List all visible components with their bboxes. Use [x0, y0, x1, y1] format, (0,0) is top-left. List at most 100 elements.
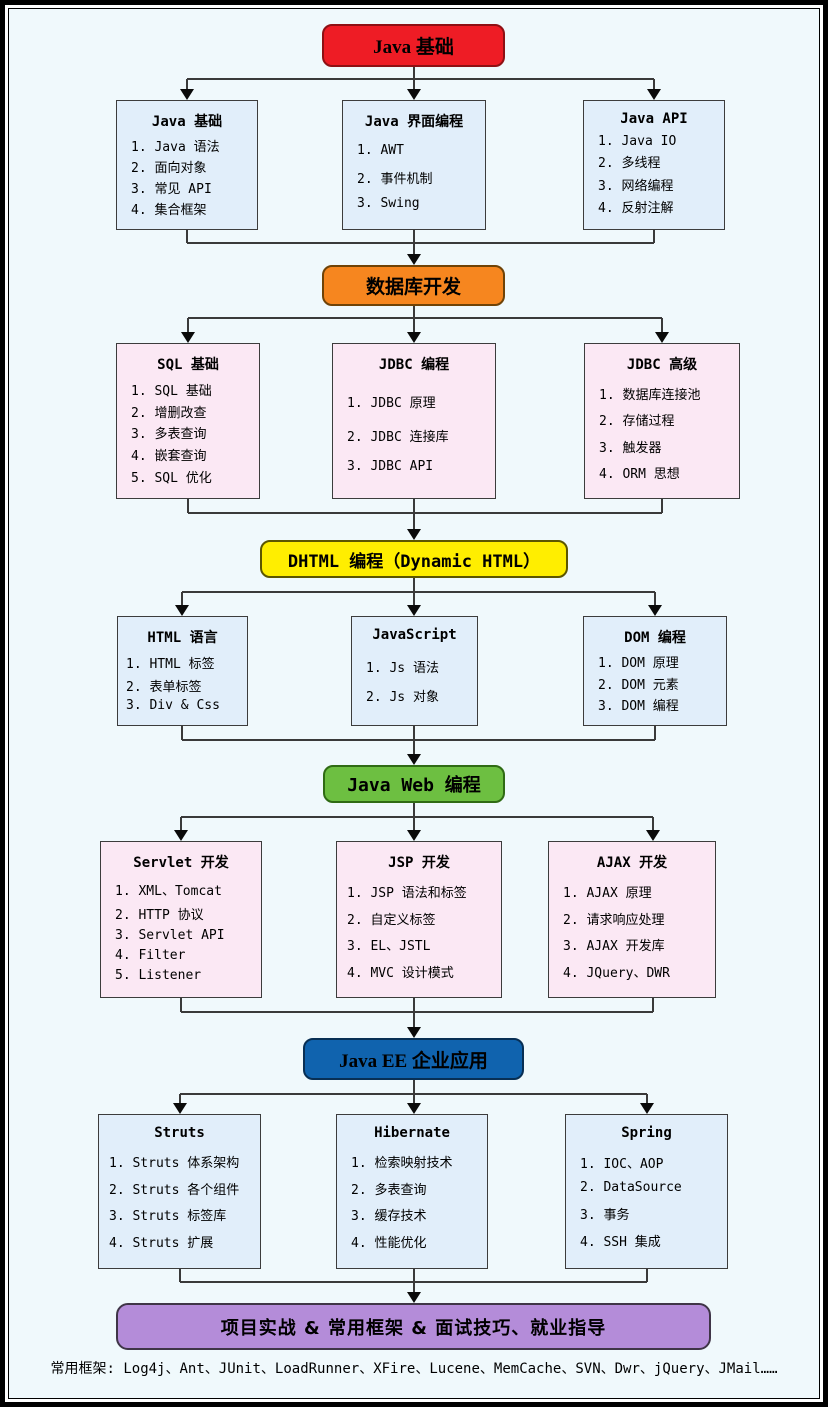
arrow-down-icon — [646, 830, 660, 841]
box-jdbc-advanced: JDBC 高级 1. 数据库连接池 2. 存储过程 3. 触发器 4. ORM … — [584, 343, 740, 499]
topic-item: 1. Js 语法 — [366, 660, 439, 676]
topic-item: 4. JQuery、DWR — [563, 965, 670, 981]
topic-item: 3. 常见 API — [131, 182, 212, 197]
topic-item: 1. DOM 原理 — [598, 656, 679, 672]
box-html-language: HTML 语言 1. HTML 标签 2. 表单标签 3. Div & Css — [117, 616, 248, 726]
topic-item: 1. AWT — [357, 143, 404, 159]
topic-item: 4. 性能优化 — [351, 1236, 427, 1252]
box-title: JavaScript — [372, 627, 457, 643]
topic-item: 1. 检索映射技术 — [351, 1155, 453, 1171]
topic-item: 2. 自定义标签 — [347, 912, 436, 928]
connector-stage1-merge — [186, 230, 655, 254]
connector-stage4-merge — [180, 998, 654, 1027]
topic-item: 2. 面向对象 — [131, 161, 207, 176]
topic-item: 1. Java IO — [598, 133, 677, 149]
connector-stage4-split — [180, 803, 654, 830]
topic-item: 4. ORM 思想 — [599, 466, 680, 482]
topic-item: 2. DOM 元素 — [598, 677, 679, 693]
topic-item: 5. SQL 优化 — [131, 471, 212, 487]
arrow-down-icon — [407, 605, 421, 616]
connector-stage2-merge — [187, 499, 663, 529]
topic-item: 3. AJAX 开发库 — [563, 939, 665, 955]
topic-item: 2. DataSource — [580, 1180, 682, 1196]
topic-item: 4. 集合框架 — [131, 203, 207, 218]
arrow-down-icon — [175, 605, 189, 616]
arrow-down-icon — [180, 89, 194, 100]
topic-item: 1. Struts 体系架构 — [109, 1155, 240, 1171]
topic-item: 4. 嵌套查询 — [131, 449, 207, 465]
topic-item: 1. AJAX 原理 — [563, 886, 652, 902]
header-dhtml: DHTML 编程（Dynamic HTML） — [260, 540, 568, 578]
box-title: HTML 语言 — [147, 630, 218, 646]
connector-stage5-split — [179, 1080, 648, 1103]
box-spring: Spring 1. IOC、AOP 2. DataSource 3. 事务 4.… — [565, 1114, 728, 1269]
topic-item: 2. 表单标签 — [126, 679, 202, 695]
box-ajax: AJAX 开发 1. AJAX 原理 2. 请求响应处理 3. AJAX 开发库… — [548, 841, 716, 998]
topic-item: 3. JDBC API — [347, 459, 434, 475]
box-title: DOM 编程 — [624, 630, 686, 646]
box-title: SQL 基础 — [157, 357, 219, 373]
header-java-web: Java Web 编程 — [323, 765, 505, 803]
box-title: Struts — [154, 1125, 205, 1141]
box-title: JDBC 高级 — [626, 357, 698, 373]
box-title: Java 界面编程 — [364, 114, 464, 130]
topic-item: 3. Swing — [357, 195, 420, 211]
connector-stage3-merge — [181, 726, 656, 754]
box-title: JSP 开发 — [388, 855, 450, 871]
arrow-down-icon — [407, 332, 421, 343]
connector-stage2-split — [187, 306, 663, 332]
topic-item: 4. 反射注解 — [598, 201, 674, 217]
topic-item: 5. Listener — [115, 968, 202, 983]
topic-item: 2. Js 对象 — [366, 690, 439, 706]
header-java-foundation: Java 基础 — [322, 24, 505, 67]
topic-item: 2. Struts 各个组件 — [109, 1182, 240, 1198]
topic-item: 3. 多表查询 — [131, 427, 207, 443]
box-java-api: Java API 1. Java IO 2. 多线程 3. 网络编程 4. 反射… — [583, 100, 725, 230]
arrow-down-icon — [655, 332, 669, 343]
box-title: Java 基础 — [151, 114, 223, 130]
topic-item: 1. JDBC 原理 — [347, 395, 436, 411]
topic-item: 2. 多表查询 — [351, 1182, 427, 1198]
box-javascript: JavaScript 1. Js 语法 2. Js 对象 — [351, 616, 478, 726]
topic-item: 2. 事件机制 — [357, 171, 433, 187]
arrow-down-icon — [407, 1027, 421, 1038]
topic-item: 3. DOM 编程 — [598, 698, 679, 714]
connector-stage1-split — [186, 67, 655, 90]
topic-item: 1. Java 语法 — [131, 140, 220, 155]
box-sql-basics: SQL 基础 1. SQL 基础 2. 增删改查 3. 多表查询 4. 嵌套查询… — [116, 343, 260, 499]
topic-item: 2. 存储过程 — [599, 414, 675, 430]
box-java-basics: Java 基础 1. Java 语法 2. 面向对象 3. 常见 API 4. … — [116, 100, 258, 230]
topic-item: 2. HTTP 协议 — [115, 908, 204, 923]
arrow-down-icon — [407, 529, 421, 540]
footer-frameworks-note: 常用框架: Log4j、Ant、JUnit、LoadRunner、XFire、L… — [50, 1361, 778, 1377]
topic-item: 1. XML、Tomcat — [115, 884, 222, 899]
topic-item: 3. Servlet API — [115, 928, 225, 943]
arrow-down-icon — [407, 830, 421, 841]
box-title: Hibernate — [374, 1125, 450, 1141]
arrow-down-icon — [173, 1103, 187, 1114]
box-title: Servlet 开发 — [133, 855, 229, 871]
topic-item: 4. Filter — [115, 948, 186, 963]
topic-item: 3. 缓存技术 — [351, 1209, 427, 1225]
topic-item: 3. EL、JSTL — [347, 939, 431, 955]
topic-item: 3. 网络编程 — [598, 178, 674, 194]
box-title: Spring — [621, 1125, 672, 1141]
topic-item: 4. MVC 设计模式 — [347, 965, 454, 981]
banner-final: 项目实战 & 常用框架 & 面试技巧、就业指导 — [116, 1303, 711, 1350]
topic-item: 3. Struts 标签库 — [109, 1209, 227, 1225]
topic-item: 3. Div & Css — [126, 697, 220, 713]
header-javaee: Java EE 企业应用 — [303, 1038, 524, 1080]
topic-item: 1. IOC、AOP — [580, 1156, 664, 1172]
box-jdbc-programming: JDBC 编程 1. JDBC 原理 2. JDBC 连接库 3. JDBC A… — [332, 343, 496, 499]
arrow-down-icon — [407, 1103, 421, 1114]
topic-item: 1. JSP 语法和标签 — [347, 886, 467, 902]
box-servlet: Servlet 开发 1. XML、Tomcat 2. HTTP 协议 3. S… — [100, 841, 262, 998]
topic-item: 2. 增删改查 — [131, 405, 207, 421]
box-title: AJAX 开发 — [596, 855, 668, 871]
topic-item: 1. SQL 基础 — [131, 383, 212, 399]
header-database-dev: 数据库开发 — [322, 265, 505, 306]
arrow-down-icon — [174, 830, 188, 841]
topic-item: 4. SSH 集成 — [580, 1235, 661, 1251]
box-jsp: JSP 开发 1. JSP 语法和标签 2. 自定义标签 3. EL、JSTL … — [336, 841, 502, 998]
